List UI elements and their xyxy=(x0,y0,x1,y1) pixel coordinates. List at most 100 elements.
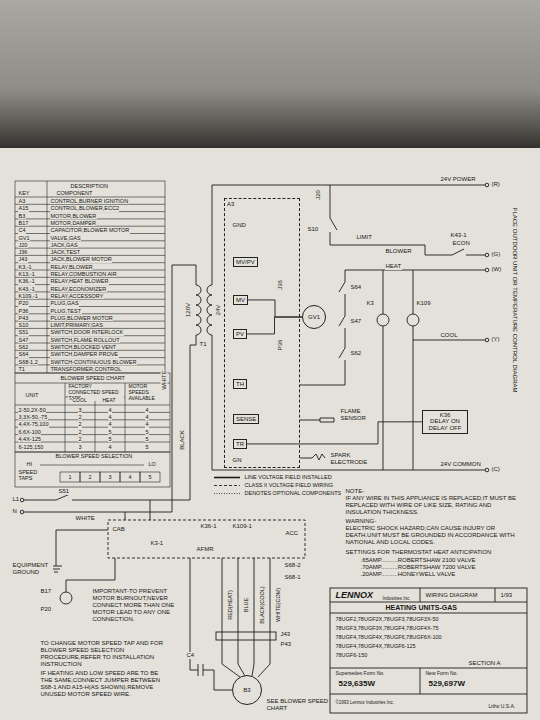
table-cell: JACK,TEST xyxy=(50,249,81,255)
wire xyxy=(212,185,485,285)
table-cell: PLUG,TEST xyxy=(50,308,82,314)
table-cell: 4 xyxy=(145,421,149,427)
diagram-label: SECTION A xyxy=(468,660,501,667)
table-cell: BLOWER SPEED CHART xyxy=(60,375,125,381)
table-cell: 4 xyxy=(128,474,132,480)
diagram-label: K3 xyxy=(366,300,374,307)
table-cell: COMPONENT xyxy=(56,190,93,196)
node-text: TR xyxy=(236,441,244,448)
note-text: TO CHANGE MOTOR SPEED TAP AND FOR BLOWER… xyxy=(40,640,166,668)
wire xyxy=(485,338,489,342)
diagram-label: SEE BLOWER SPEED CHART xyxy=(266,698,329,712)
diagram-label: (W) xyxy=(491,266,502,273)
diagram-label: WHITE(COM) xyxy=(275,587,281,622)
table-cell: KEY xyxy=(18,190,30,196)
table-cell: S64 xyxy=(18,351,29,357)
diagram-label: L1 xyxy=(12,496,20,503)
note-text: ELECTRIC SHOCK HAZARD,CAN CAUSE INJURY O… xyxy=(345,525,526,546)
table-cell: CONTROL,BURNER IGNITION xyxy=(50,198,129,204)
table-grid xyxy=(100,472,120,482)
wire xyxy=(300,454,325,460)
table-cell: RELAY,ECONOMIZER xyxy=(50,286,107,292)
metal-panel xyxy=(0,0,540,150)
diagram-label: 78UGF6-150 xyxy=(335,652,368,658)
table-cell: RELAY,BLOWER xyxy=(50,264,93,270)
diagram-label: ACC xyxy=(285,530,299,537)
motor-symbol: B3 xyxy=(232,675,262,705)
wire xyxy=(330,218,337,230)
table-grid xyxy=(15,248,165,249)
diagram-label: BLACK xyxy=(179,430,186,451)
table-cell: 3 xyxy=(108,474,112,480)
table-cell: PLUG,GAS xyxy=(50,300,79,306)
node-text: DELAY ON DELAY OFF xyxy=(425,418,465,432)
diagram-label: (R) xyxy=(491,181,500,188)
diagram-label: P36 xyxy=(277,339,284,351)
table-cell: DESCRIPTION xyxy=(70,183,109,189)
table-cell: SWITCH-CONTINUOUS BLOWER xyxy=(50,359,137,365)
node-text: GV1 xyxy=(308,314,320,321)
wire xyxy=(320,418,334,422)
table-cell: K36,-1 xyxy=(18,278,35,284)
table-grid xyxy=(15,181,170,487)
diagram-label: ECON xyxy=(452,240,470,247)
wire xyxy=(150,500,151,520)
table-cell: S62 xyxy=(18,344,29,350)
wire xyxy=(216,632,276,640)
table-grid xyxy=(65,383,66,452)
diagram-label: J36 xyxy=(277,280,284,291)
table-grid xyxy=(80,472,100,482)
terminal-box: PV xyxy=(233,329,247,339)
table-grid xyxy=(125,383,126,452)
diagram-label: J20 xyxy=(315,190,322,201)
table-grid xyxy=(15,405,170,406)
table-cell: J36 xyxy=(18,249,28,255)
wire xyxy=(60,592,72,604)
wire xyxy=(485,253,489,257)
diagram-label: New Form No. xyxy=(425,671,458,677)
wire xyxy=(56,530,108,566)
table-cell: UNIT xyxy=(25,392,39,398)
diagram-label: WHITE xyxy=(75,515,95,522)
diagram-label: NOTE- xyxy=(345,488,365,495)
table-cell: RELAY,COMBUSTION AIR xyxy=(50,271,117,277)
diagram-label: S51 xyxy=(58,488,70,495)
table-cell: S68-1,2 xyxy=(18,359,38,365)
diagram-label: LENNOX xyxy=(335,590,374,600)
wire xyxy=(452,249,464,255)
diagram-label: 78UGF4,78UGF4X,78UGF6-125 xyxy=(335,643,416,649)
table-cell: 3 xyxy=(78,444,82,450)
diagram-label: 78UGF3,78UGF3X,78UGF4,78UGF4X-75 xyxy=(335,625,439,631)
wire xyxy=(247,422,422,444)
wire xyxy=(212,335,485,470)
diagram-label: T1 xyxy=(199,341,207,348)
table-cell: CAPACITOR,BLOWER MOTOR xyxy=(50,227,130,233)
table-cell: MOTOR,BLOWER xyxy=(50,213,97,219)
diagram-label: .70AMP..........ROBERTSHAW 7200 VALVE xyxy=(360,564,476,571)
diagram-label: C4 xyxy=(186,652,195,659)
wire xyxy=(383,270,384,470)
table-cell: 4 xyxy=(108,414,112,420)
wire xyxy=(238,558,245,676)
diagram-label: K43-1 xyxy=(450,232,467,239)
table-grid xyxy=(15,452,170,487)
table-cell: CONTROL,BLOWER,ECC2 xyxy=(50,205,119,211)
diagram-label: S64 xyxy=(350,284,362,291)
diagram-label: P43 xyxy=(280,641,292,648)
note-text: IF ANY WIRE IN THIS APPLIANCE IS REPLACE… xyxy=(345,495,526,516)
diagram-label: 24V xyxy=(215,304,222,316)
diagram-label: WIRING DIAGRAM xyxy=(425,592,478,599)
wire xyxy=(300,270,345,385)
note-text: IMPORTANT-TO PREVENT MOTOR BURNOUT,NEVER… xyxy=(92,588,188,622)
table-cell: RELAY,HEAT BLOWER xyxy=(50,278,109,284)
diagram-label: S68-1 xyxy=(284,574,301,581)
diagram-label: (Y) xyxy=(491,336,500,343)
table-cell: PLUG,BLOWER MOTOR xyxy=(50,315,113,321)
diagram-label: S47 xyxy=(350,318,362,325)
wire xyxy=(198,664,203,676)
node-text: B3 xyxy=(243,687,250,694)
diagram-label: RED(HEAT) xyxy=(227,590,233,621)
paper-label xyxy=(0,148,540,720)
table-cell: 3,3X-50,-75 xyxy=(18,414,48,420)
